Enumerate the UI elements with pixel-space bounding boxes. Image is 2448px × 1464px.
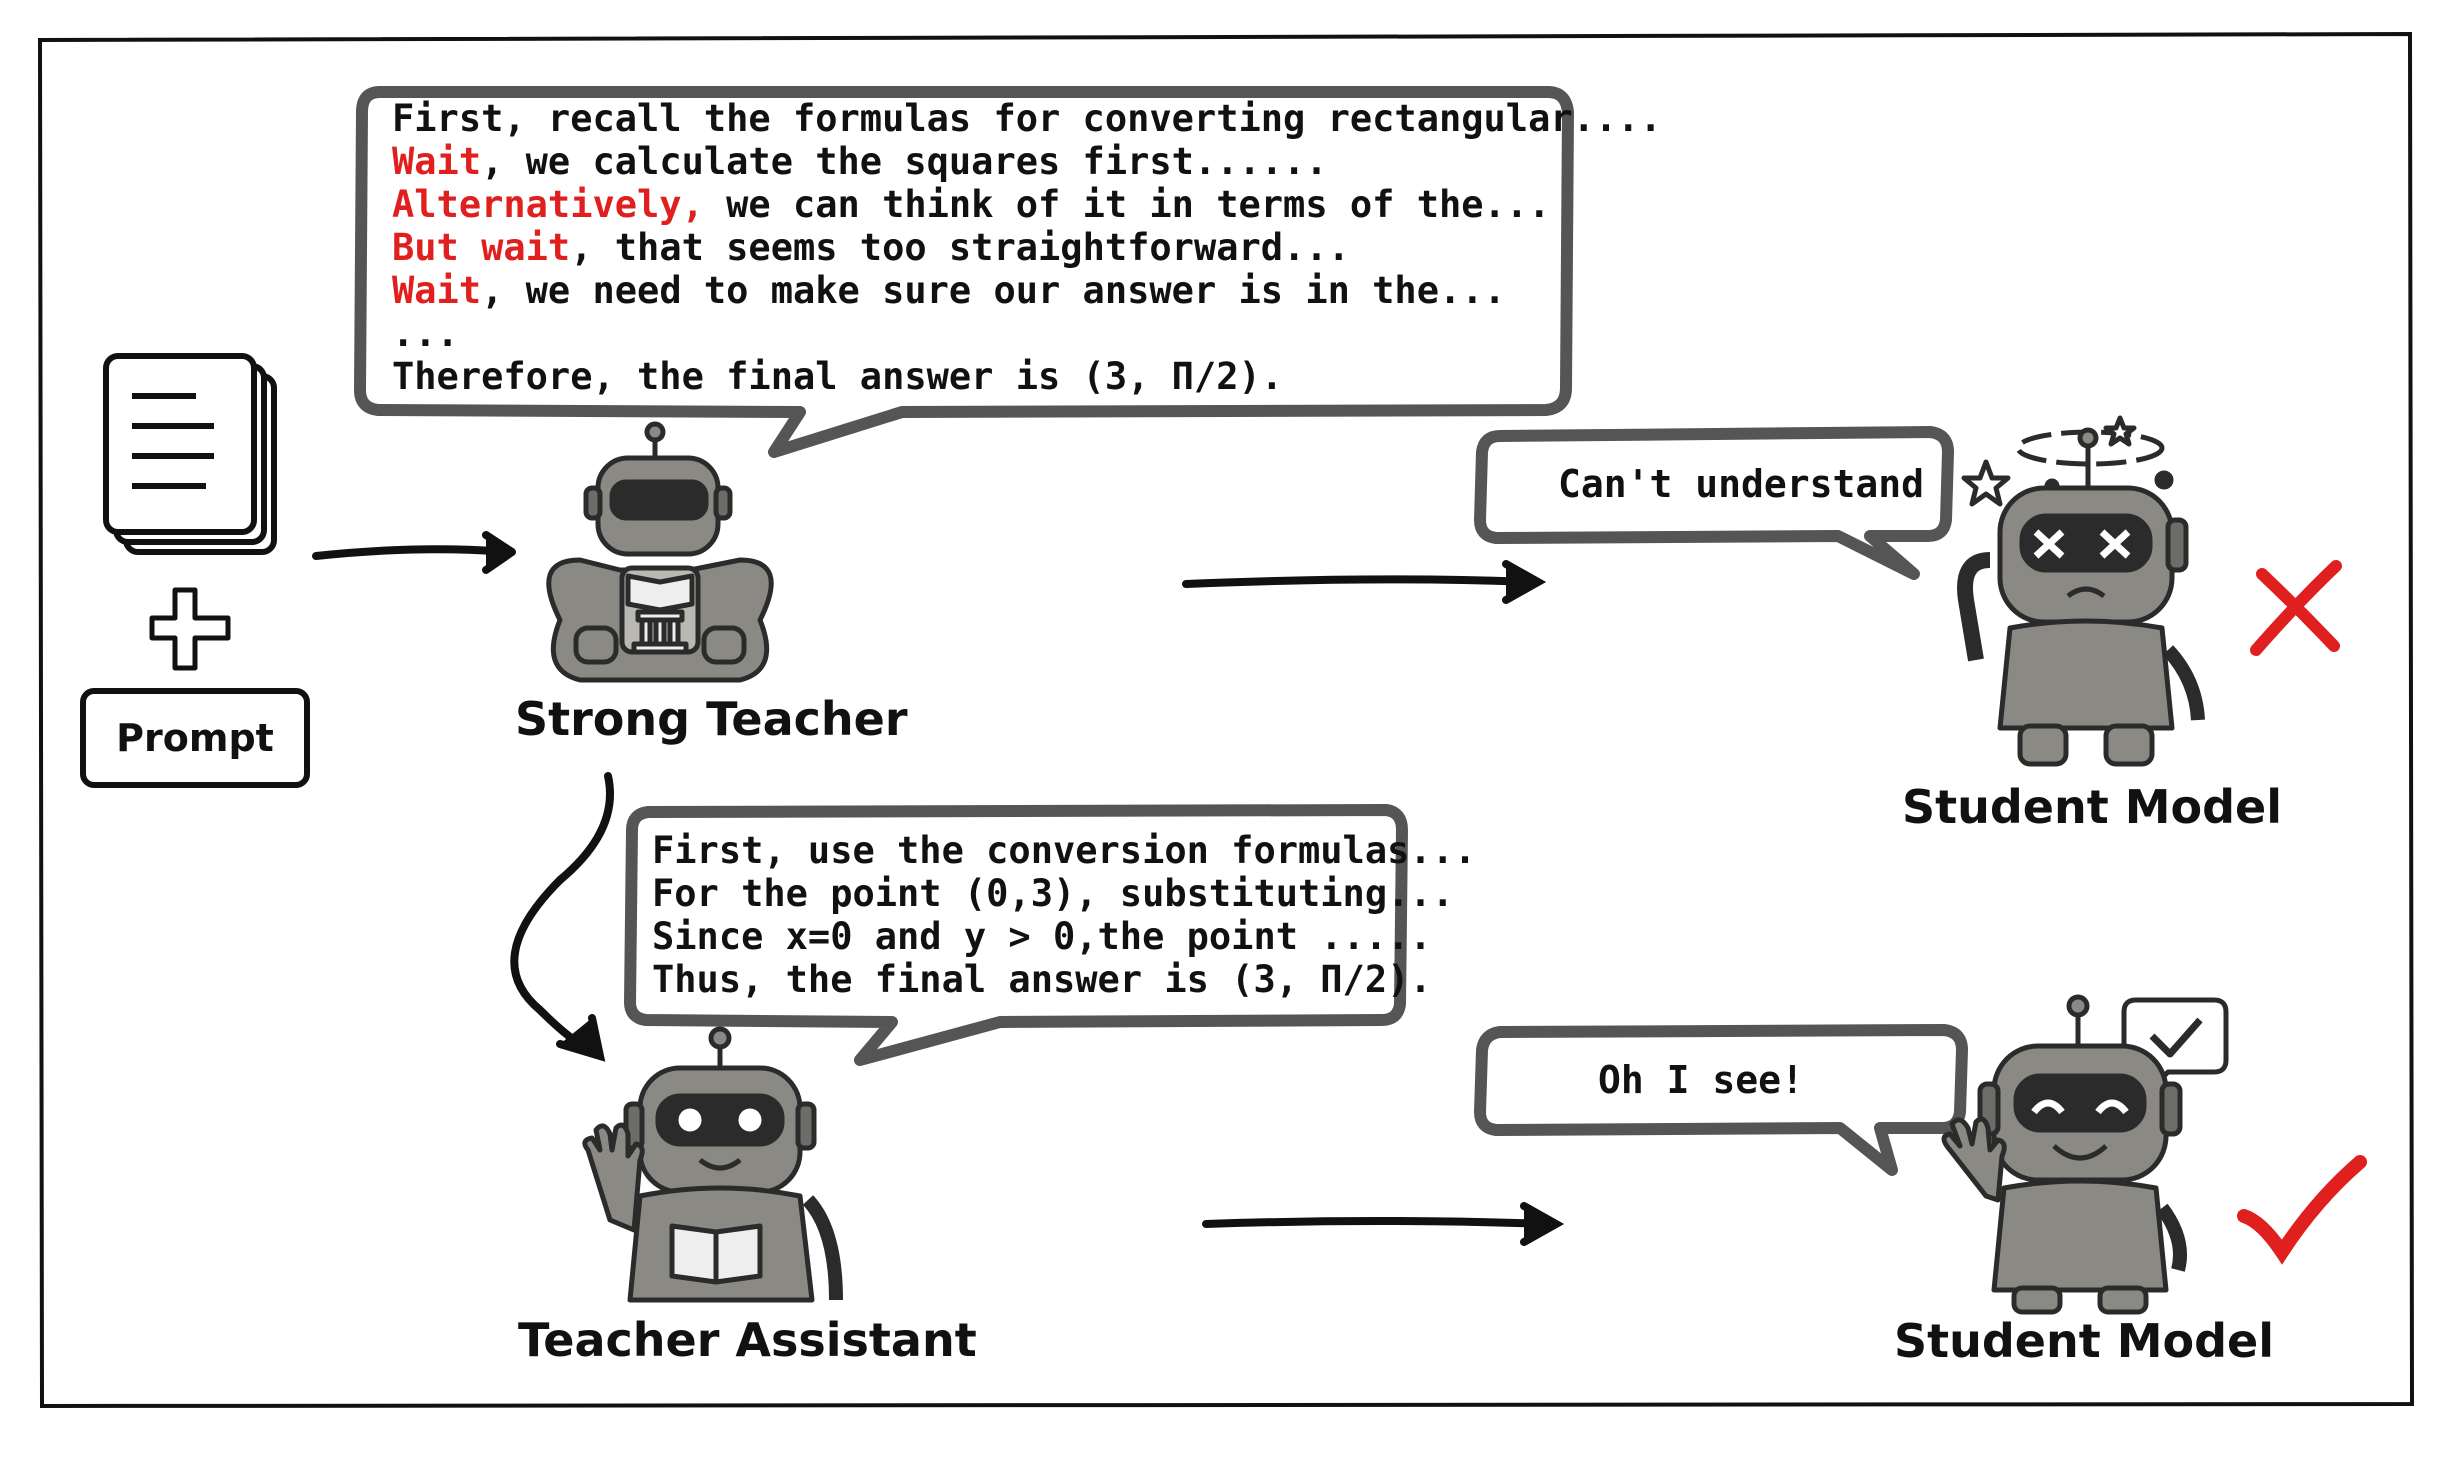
line-text: First, recall the formulas for convertin… xyxy=(392,97,1662,140)
assistant-line: First, use the conversion formulas... xyxy=(652,829,1477,872)
student-bottom-label: Student Model xyxy=(1894,1314,2275,1368)
strong-teacher-label: Strong Teacher xyxy=(515,692,908,746)
arrow-assistant-to-student xyxy=(1202,1217,1552,1228)
highlight-word: Alternatively, xyxy=(392,183,704,226)
student-top-label: Student Model xyxy=(1902,780,2283,834)
line-text: , we calculate the squares first...... xyxy=(481,140,1328,183)
highlight-word: Wait xyxy=(392,269,482,312)
assistant-speech-bubble-shape xyxy=(624,804,1408,1066)
teacher-assistant-label: Teacher Assistant xyxy=(518,1313,977,1367)
arrow-teacher-to-assistant xyxy=(510,772,614,1054)
student-top-bubble-text: Can't understand xyxy=(1558,462,1925,506)
teacher-assistant-robot-icon xyxy=(582,1026,843,1303)
line-text: , we need to make sure our answer is in … xyxy=(481,269,1506,312)
prompt-label: Prompt xyxy=(116,716,274,760)
plus-icon xyxy=(149,587,231,671)
teacher-line: ... xyxy=(392,312,1662,355)
cross-icon xyxy=(2250,560,2342,656)
outer-frame xyxy=(37,31,2415,1409)
teacher-speech-bubble-shape xyxy=(354,86,1574,458)
line-text: we can think of it in terms of the... xyxy=(703,183,1551,226)
teacher-line: Wait, we need to make sure our answer is… xyxy=(392,269,1662,312)
arrow-teacher-to-student xyxy=(1182,575,1534,588)
student-bottom-bubble-text: Oh I see! xyxy=(1598,1058,1804,1102)
teacher-reasoning-text: First, recall the formulas for convertin… xyxy=(392,97,1662,398)
assistant-line: Thus, the final answer is (3, Π/2). xyxy=(652,958,1432,1001)
student-bottom-bubble-shape xyxy=(1474,1024,1968,1176)
highlight-word: But wait xyxy=(392,226,571,269)
teacher-line: First, recall the formulas for convertin… xyxy=(392,97,1662,140)
line-text: Therefore, the final answer is (3, Π/2). xyxy=(392,355,1284,398)
assistant-line: For the point (0,3), substituting... xyxy=(652,872,1454,915)
line-text: ... xyxy=(392,312,459,355)
teacher-line: Therefore, the final answer is (3, Π/2). xyxy=(392,355,1662,398)
checkmark-icon xyxy=(2237,1155,2367,1265)
line-text: , that seems too straightforward... xyxy=(570,226,1350,269)
dizzy-star-icon xyxy=(1961,459,2011,507)
assistant-line: Since x=0 and y > 0,the point ..... xyxy=(652,915,1432,958)
arrows xyxy=(312,531,1565,1246)
document-icon xyxy=(103,353,277,555)
student-confused-robot-icon xyxy=(1957,415,2205,767)
highlight-word: Wait xyxy=(392,140,482,183)
teacher-line: But wait, that seems too straightforward… xyxy=(392,226,1662,269)
student-top-bubble-shape xyxy=(1474,426,1954,580)
teacher-line: Alternatively, we can think of it in ter… xyxy=(392,183,1662,226)
assistant-reasoning-text: First, use the conversion formulas...For… xyxy=(652,829,1476,1001)
arrow-prompt-to-teacher xyxy=(312,545,510,560)
prompt-box: Prompt xyxy=(80,688,310,788)
student-happy-robot-icon xyxy=(1941,994,2229,1315)
strong-teacher-robot-icon xyxy=(546,421,774,683)
teacher-line: Wait, we calculate the squares first....… xyxy=(392,140,1662,183)
